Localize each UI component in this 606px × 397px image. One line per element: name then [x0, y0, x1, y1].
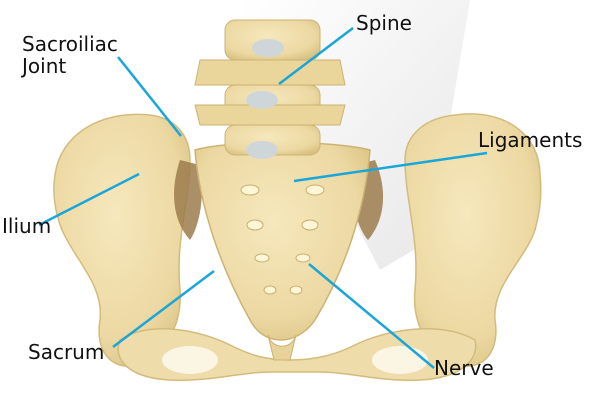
label-ligaments: Ligaments — [478, 129, 582, 151]
label-sacroiliac-line1: Sacroiliac — [22, 33, 118, 55]
label-sacroiliac-line2: Joint — [22, 55, 118, 77]
left-obturator — [162, 346, 218, 374]
label-sacrum: Sacrum — [28, 341, 104, 363]
right-obturator — [372, 346, 428, 374]
label-sacroiliac-joint: Sacroiliac Joint — [22, 33, 118, 77]
label-ilium: Ilium — [2, 215, 51, 237]
label-nerve: Nerve — [434, 357, 494, 379]
label-spine: Spine — [356, 12, 412, 34]
sacrum-bone — [195, 143, 370, 341]
